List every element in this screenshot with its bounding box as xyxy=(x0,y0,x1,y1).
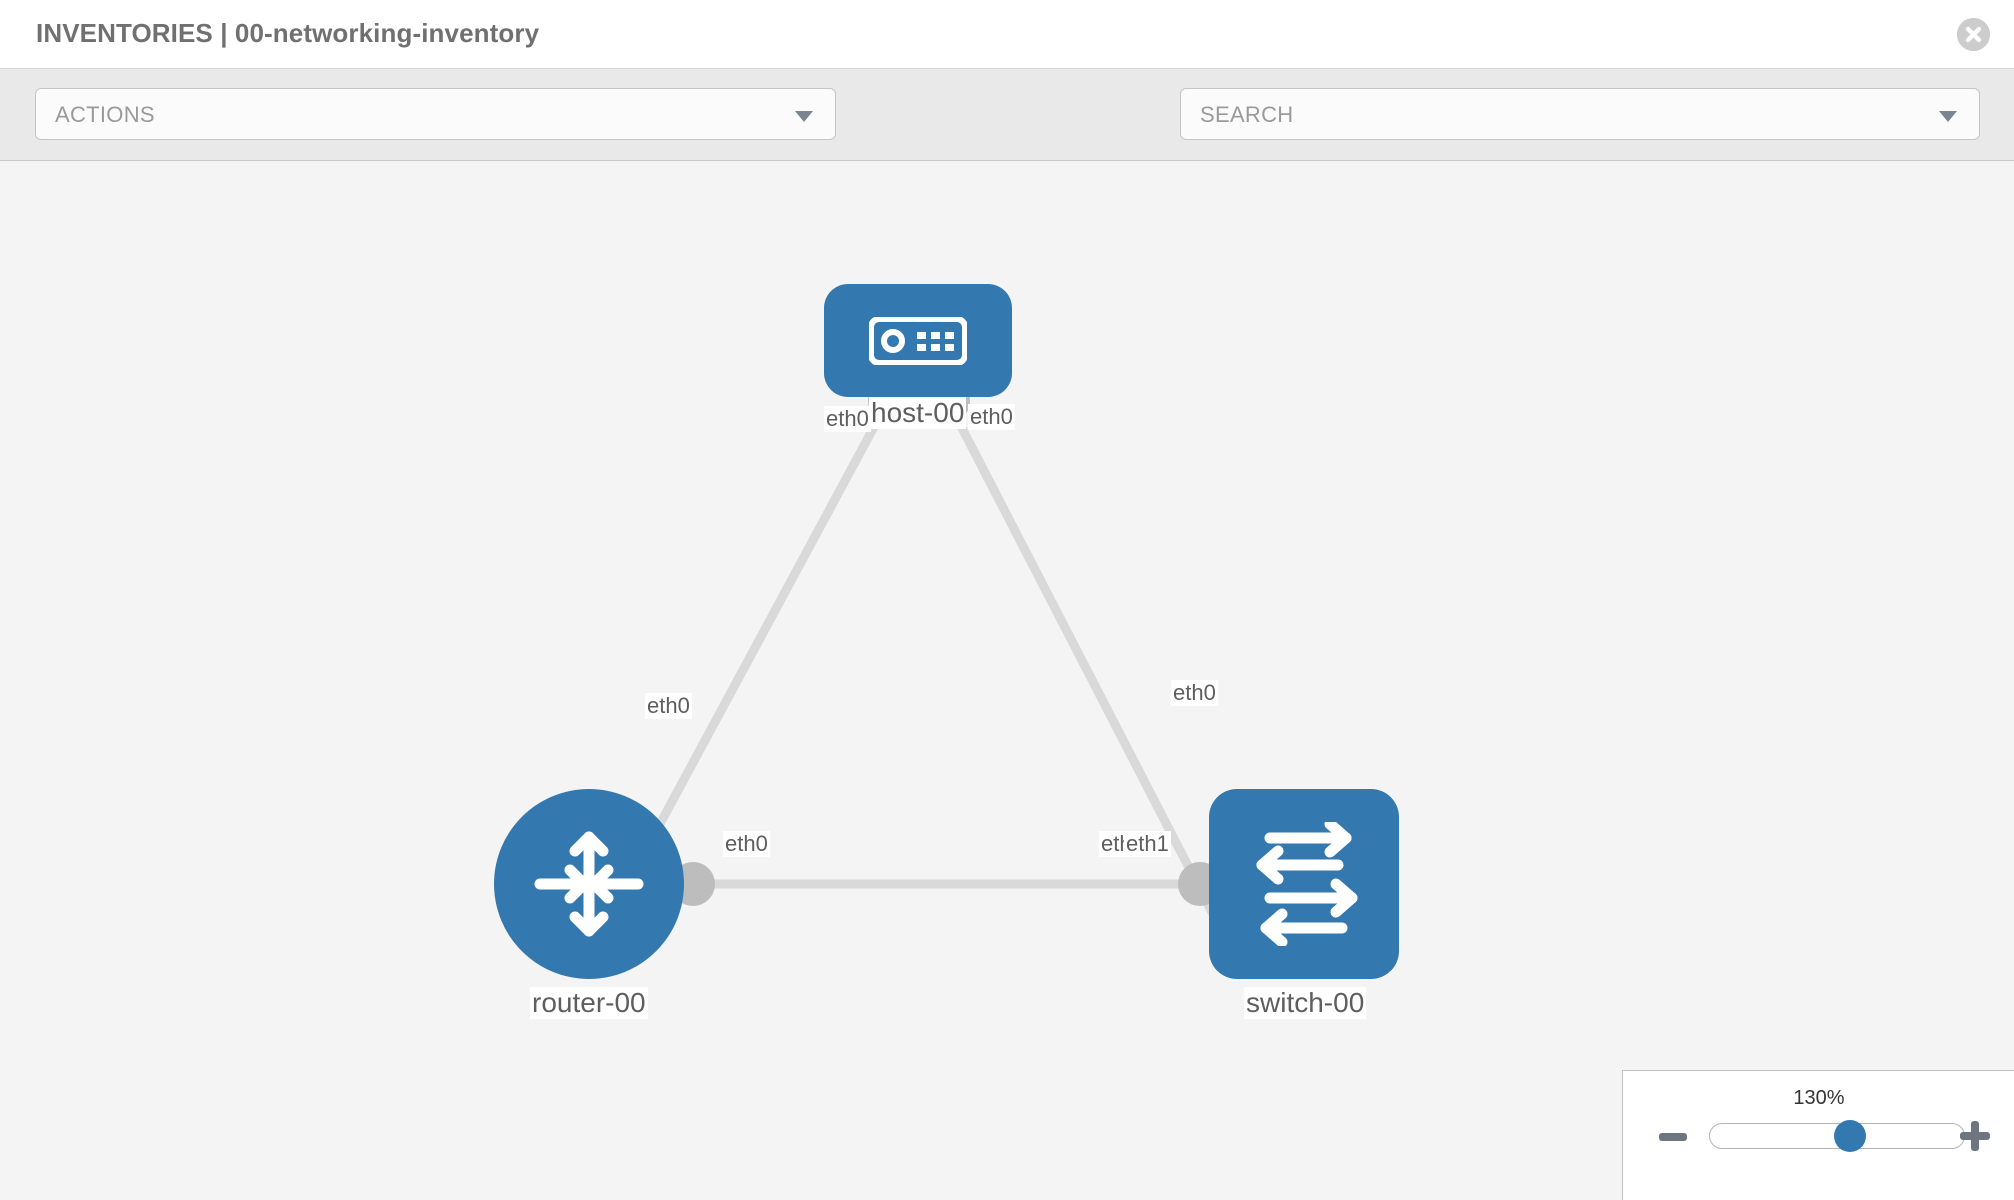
link-label-host-left: eth0 xyxy=(824,406,871,432)
toolbar: ACTIONS SEARCH xyxy=(0,69,2014,195)
server-appliance-icon xyxy=(869,316,967,365)
link-label-router-eth0: eth0 xyxy=(723,831,770,857)
actions-dropdown[interactable]: ACTIONS xyxy=(35,88,836,140)
search-dropdown[interactable]: SEARCH xyxy=(1180,88,1980,140)
zoom-control-panel: 130% xyxy=(1622,1070,2014,1200)
node-host-00-label: host-00 xyxy=(869,397,967,429)
link-label-switch-eth1: eth1 xyxy=(1124,831,1171,857)
four-arrows-inward-icon xyxy=(534,831,644,937)
link-label-router-uplink: eth0 xyxy=(645,693,692,719)
close-icon[interactable] xyxy=(1957,18,1990,51)
chevron-down-icon xyxy=(795,111,813,122)
page-title: INVENTORIES | 00-networking-inventory xyxy=(36,18,540,48)
topology-canvas[interactable]: host-00 xyxy=(0,161,2014,1200)
bidirectional-arrows-icon xyxy=(1256,822,1358,946)
page-header: INVENTORIES | 00-networking-inventory xyxy=(0,0,2014,69)
node-host-00-shape[interactable] xyxy=(824,284,1012,397)
link-label-host-right: eth0 xyxy=(968,404,1015,430)
zoom-out-button[interactable] xyxy=(1659,1133,1687,1141)
node-router-00-label: router-00 xyxy=(530,987,648,1019)
node-router-00-shape[interactable] xyxy=(494,789,684,979)
zoom-slider-thumb[interactable] xyxy=(1834,1120,1867,1152)
actions-dropdown-label: ACTIONS xyxy=(55,102,155,127)
zoom-in-button[interactable] xyxy=(1960,1121,1990,1151)
node-router-00[interactable] xyxy=(494,789,684,979)
node-switch-00-shape[interactable] xyxy=(1209,789,1399,979)
chevron-down-icon xyxy=(1939,111,1957,122)
node-host-00[interactable] xyxy=(824,284,1012,397)
node-switch-00[interactable] xyxy=(1209,789,1399,979)
link-label-switch-uplink: eth0 xyxy=(1171,680,1218,706)
node-switch-00-label: switch-00 xyxy=(1244,987,1367,1019)
zoom-level-value: 130% xyxy=(1793,1087,1845,1109)
search-input-placeholder: SEARCH xyxy=(1200,102,1294,127)
